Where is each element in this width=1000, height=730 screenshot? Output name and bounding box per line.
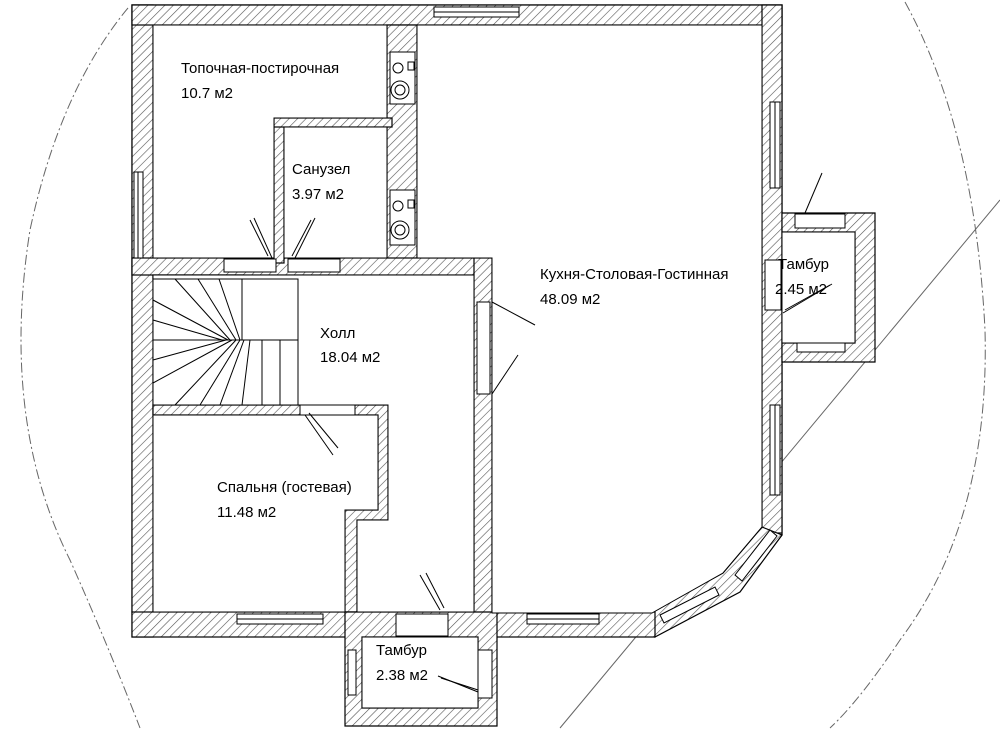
door-vestibule-right [794, 213, 846, 229]
window-bay-1 [734, 529, 778, 582]
room-name-kitchen: Кухня-Столовая-Гостинная [540, 266, 728, 283]
door-boiler [223, 258, 277, 273]
window-vestibule-bottom [347, 649, 357, 696]
room-name-hall: Холл [320, 325, 355, 342]
room-name-vestibule-bottom: Тамбур [376, 642, 427, 659]
door-bath [287, 258, 341, 273]
room-area-bathroom: 3.97 м2 [292, 186, 344, 203]
door-swing-line [782, 283, 833, 314]
doors [223, 172, 846, 699]
door-entrance [395, 613, 449, 637]
staircase [152, 278, 299, 406]
window-bay-2 [659, 586, 720, 624]
wall-bath-top [273, 117, 393, 128]
wall-outer-left [131, 4, 154, 638]
window-vestibule-right [796, 342, 846, 353]
room-name-bathroom: Санузел [292, 161, 350, 178]
boiler-icon [389, 51, 416, 105]
room-area-vestibule-bottom: 2.38 м2 [376, 667, 428, 684]
room-area-boiler: 10.7 м2 [181, 85, 233, 102]
room-area-kitchen: 48.09 м2 [540, 291, 600, 308]
room-name-boiler: Топочная-постирочная [181, 60, 339, 77]
room-labels: Топочная-постирочная 10.7 м2 Санузел 3.9… [181, 60, 829, 684]
wall-bath-left [273, 117, 285, 264]
door-vestibule-bottom [477, 649, 493, 699]
door-bedroom [299, 404, 356, 416]
room-name-vestibule-right: Тамбур [778, 256, 829, 273]
room-name-bedroom: Спальня (гостевая) [217, 479, 352, 496]
door-hall-kitchen [476, 301, 491, 395]
room-area-vestibule-right: 2.45 м2 [775, 281, 827, 298]
room-area-hall: 18.04 м2 [320, 349, 380, 366]
door-swing-line-bottom [437, 675, 479, 693]
door-kitchen-vestibule [764, 259, 782, 311]
windows [133, 6, 846, 696]
room-area-bedroom: 11.48 м2 [217, 504, 276, 521]
water-heater-icon [389, 189, 416, 246]
